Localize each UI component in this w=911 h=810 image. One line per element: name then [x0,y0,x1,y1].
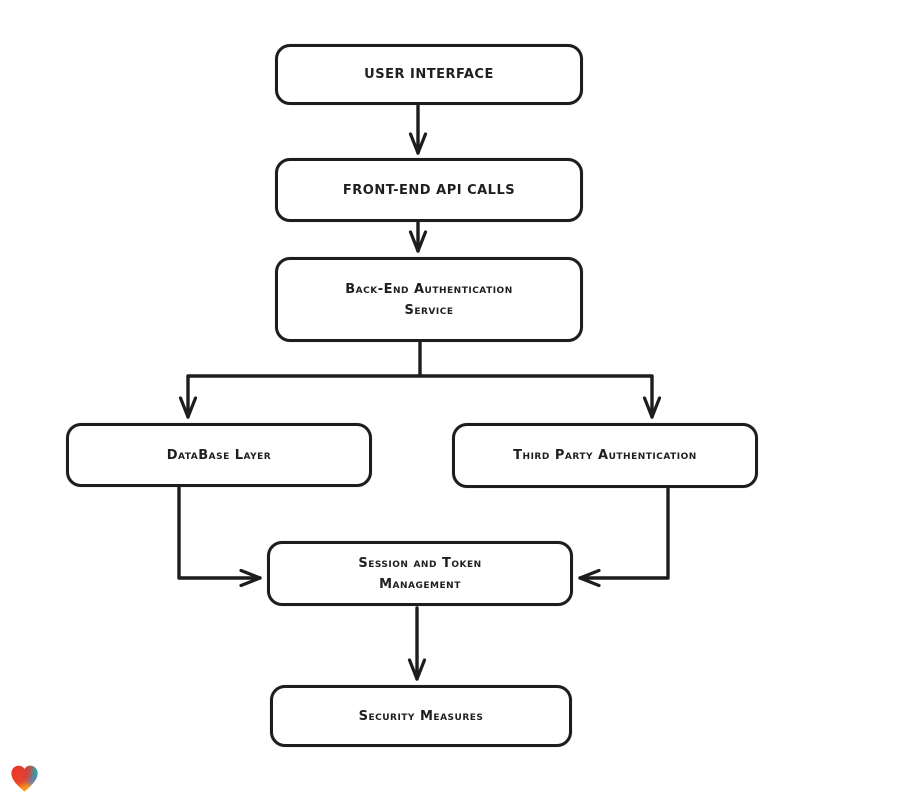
edge-backend-split [186,341,654,378]
node-label: DataBase Layer [166,447,272,463]
node-security-measures: Security Measures [270,685,572,747]
node-label: FRONT-END API CALLS [342,182,516,198]
node-session-and-token-management: Session and Token Management [267,541,573,606]
node-label: Session and Token Management [358,555,482,592]
node-label: Back-End Authentication Service [345,281,513,318]
node-label: USER INTERFACE [364,67,494,82]
node-database-layer: DataBase Layer [66,423,372,487]
node-label: Security Measures [358,708,484,724]
edge-thirdparty-to-session [578,487,670,588]
node-front-end-api-calls: FRONT-END API CALLS [275,158,583,222]
heart-shape [11,765,38,792]
node-back-end-authentication-service: Back-End Authentication Service [275,257,583,342]
edge-database-to-session [177,486,262,588]
node-user-interface: USER INTERFACE [275,44,583,105]
gradient-heart-logo [11,765,38,792]
node-third-party-authentication: Third Party Authentication [452,423,758,488]
node-label: Third Party Authentication [513,448,697,463]
